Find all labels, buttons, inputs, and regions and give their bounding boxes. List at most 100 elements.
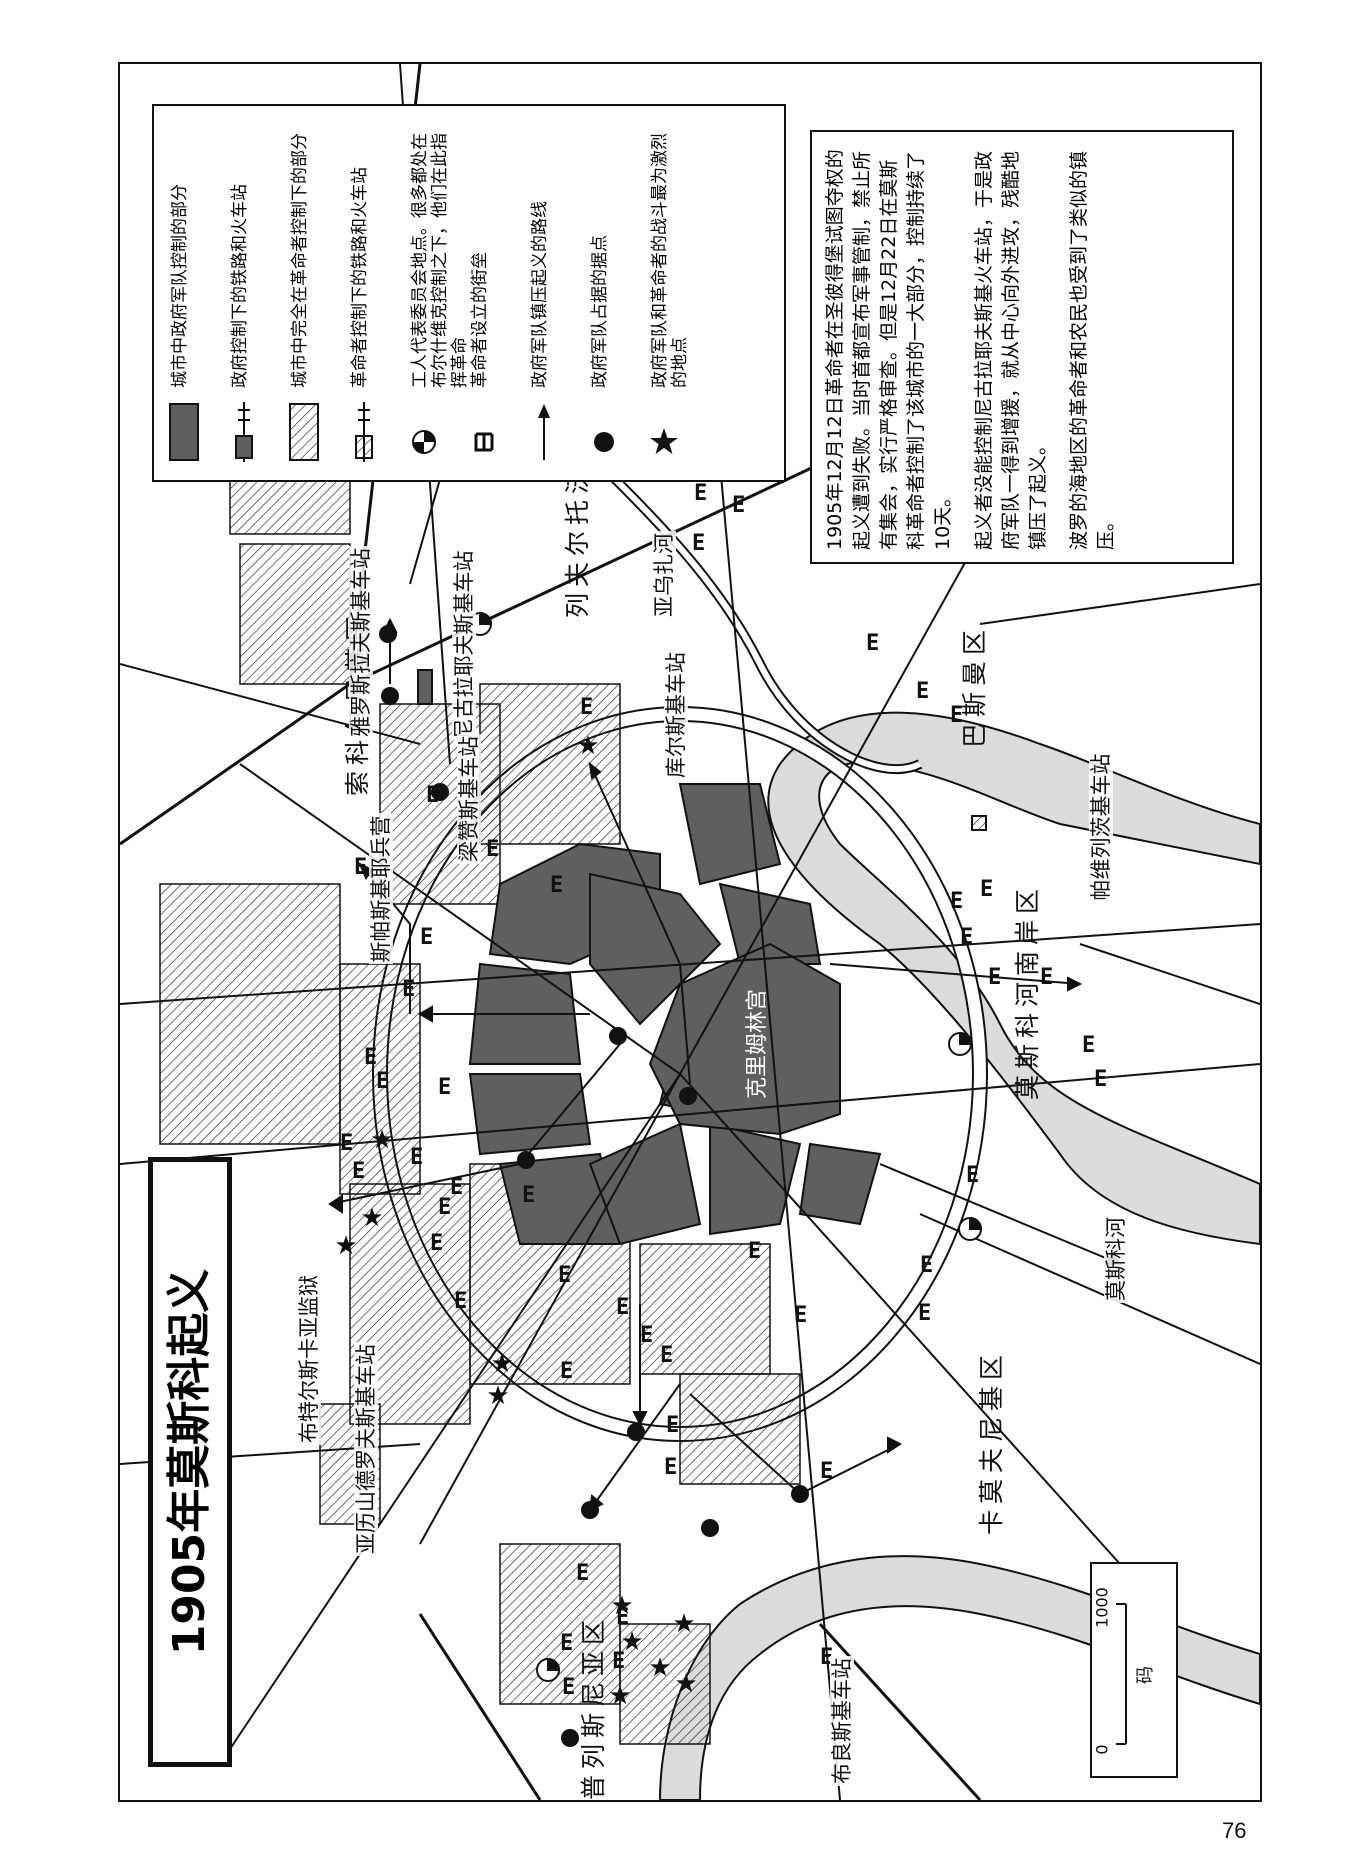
svg-text:E: E (580, 695, 593, 720)
rev-area (679, 1373, 801, 1485)
svg-text:E: E (1094, 1067, 1107, 1092)
svg-text:E: E (664, 1455, 677, 1480)
scale-end: 1000 (1092, 1587, 1112, 1628)
svg-text:E: E (918, 1301, 931, 1326)
svg-text:E: E (980, 877, 993, 902)
svg-text:E: E (376, 1069, 389, 1094)
paveletsky-station-label: 帕维列茨基车站 (1089, 751, 1113, 903)
rev-area (619, 1623, 711, 1745)
svg-text:E: E (820, 1645, 833, 1670)
yaroslavsky-station-label: 雅罗斯拉夫斯基车站 (349, 546, 373, 739)
svg-text:★: ★ (674, 1669, 697, 1699)
legend-text: 政府军队占据的据点 (590, 235, 610, 388)
legend-text: 革命者设立的街垒 (470, 252, 490, 388)
svg-text:E: E (666, 1413, 679, 1438)
railway (120, 682, 351, 846)
legend-text: 城市中政府军队控制的部分 (170, 184, 190, 388)
map-frame: ★★★ ★★★ ★★★ ★★★ ★ EEE EEE EEE EEE EEE EE… (118, 62, 1262, 1802)
rev-area (639, 1243, 771, 1375)
gov-area (678, 783, 782, 886)
bryansky-station-label: 布良斯基车站 (830, 1656, 854, 1786)
rev-rail-icon (355, 402, 373, 462)
svg-text:E: E (402, 977, 415, 1002)
gov-area-swatch (169, 403, 199, 461)
legend-text: 城市中完全在革命者控制下的部分 (290, 133, 310, 388)
railway (418, 1613, 542, 1800)
svg-text:E: E (1082, 1033, 1095, 1058)
rev-area-swatch (289, 403, 319, 461)
svg-text:E: E (560, 1631, 573, 1656)
gov-area (718, 882, 822, 965)
dot-icon (594, 432, 614, 452)
scale-bar: 0 1000 码 (1090, 1562, 1178, 1778)
info-box: 1905年12月12日革命者在圣彼得堡试图夺权的起义遭到失败。当时首都宣布军事管… (810, 130, 1234, 564)
basmannaya-label: 巴斯曼区 (960, 624, 989, 749)
svg-text:E: E (426, 783, 439, 808)
svg-text:E: E (410, 1145, 423, 1170)
svg-text:E: E (430, 1231, 443, 1256)
page-title: 1905年莫斯科起义 (164, 1268, 215, 1656)
svg-text:E: E (966, 1163, 979, 1188)
title-box: 1905年莫斯科起义 (148, 1157, 232, 1767)
svg-text:E: E (522, 1183, 535, 1208)
khamovniki-label: 卡莫夫尼基区 (977, 1349, 1006, 1536)
legend-soviet: 工人代表委员会地点。很多都处在布尔什维克控制之下，他们在此指挥革命 (394, 106, 470, 478)
svg-text:E: E (660, 1343, 673, 1368)
railway (818, 1622, 982, 1800)
legend-rev-area: 城市中完全在革命者控制下的部分 (274, 106, 334, 478)
svg-text:E: E (748, 1239, 761, 1264)
legend-rev-rail: 革命者控制下的铁路和火车站 (334, 106, 394, 478)
svg-text:E: E (820, 1459, 833, 1484)
svg-text:E: E (794, 1303, 807, 1328)
gov-rail-icon (235, 402, 253, 462)
svg-text:E: E (920, 1253, 933, 1278)
gov-area (468, 1073, 592, 1156)
svg-text:E: E (364, 1045, 377, 1070)
legend-arrow: 政府军队镇压起义的路线 (514, 106, 574, 478)
railway (349, 462, 821, 686)
legend-text: 革命者控制下的铁路和火车站 (350, 167, 370, 388)
ryazansky-station-label: 梁赞斯基车站 (457, 734, 481, 864)
svg-text:E: E (732, 493, 745, 518)
butyrka-label: 布特尔斯卡亚监狱 (297, 1273, 321, 1445)
rev-area (499, 1543, 621, 1705)
rev-area (339, 963, 421, 1195)
svg-text:E: E (340, 1131, 353, 1156)
legend-battle: 政府军队和革命者的战斗最为激烈的地点 (634, 106, 694, 478)
svg-text:E: E (560, 1359, 573, 1384)
svg-text:E: E (454, 1289, 467, 1314)
barricade-icon (474, 432, 494, 452)
arrow-icon (538, 404, 550, 460)
svg-text:E: E (550, 873, 563, 898)
svg-text:E: E (612, 1649, 625, 1674)
svg-text:★: ★ (576, 731, 599, 761)
svg-text:E: E (576, 1561, 589, 1586)
svg-text:★: ★ (360, 1203, 383, 1233)
paveletsky-station-marker (971, 815, 987, 831)
svg-text:E: E (438, 1075, 451, 1100)
strongholds (379, 625, 809, 1747)
svg-text:E: E (486, 837, 499, 862)
scale-unit: 码 (1135, 1666, 1156, 1684)
svg-text:E: E (420, 925, 433, 950)
svg-text:★: ★ (648, 1653, 671, 1683)
rev-area (239, 543, 351, 685)
svg-text:E: E (616, 1605, 629, 1630)
gov-area (588, 1122, 702, 1246)
soviet-icon (412, 430, 436, 454)
barracks-label: 斯帕斯基耶兵营 (369, 813, 393, 965)
moskva-river-label: 莫斯科河 (1104, 1215, 1128, 1303)
nikolaevsky-station-marker (417, 669, 433, 705)
nikolaevsky-station-label: 尼古拉耶夫斯基车站 (452, 548, 476, 742)
svg-text:★: ★ (486, 1381, 509, 1411)
svg-text:★: ★ (334, 1231, 357, 1261)
legend-text: 政府军队和革命者的战斗最为激烈的地点 (650, 133, 690, 388)
gov-area (798, 1142, 882, 1226)
svg-text:E: E (916, 679, 929, 704)
svg-text:E: E (950, 889, 963, 914)
svg-text:E: E (558, 1263, 571, 1288)
svg-text:E: E (1040, 965, 1053, 990)
svg-text:E: E (562, 1675, 575, 1700)
svg-text:E: E (960, 925, 973, 950)
